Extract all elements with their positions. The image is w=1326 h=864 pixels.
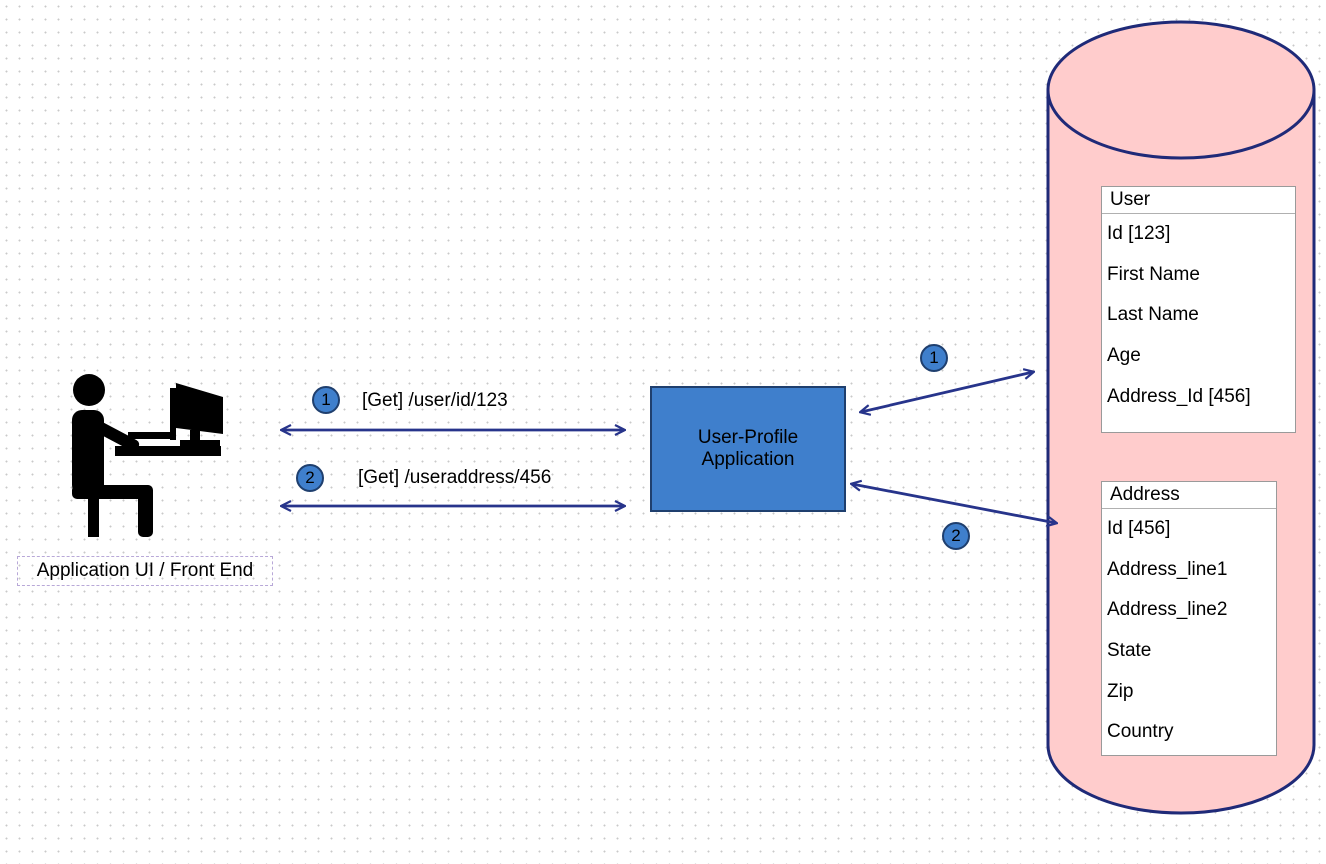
address-table: Address Id [456] Address_line1 Address_l…	[1101, 481, 1277, 756]
user-table: User Id [123] First Name Last Name Age A…	[1101, 186, 1296, 433]
db-step-badge-1: 1	[920, 344, 948, 372]
address-field: Address_line1	[1107, 558, 1228, 580]
user-profile-app-box: User-Profile Application	[650, 386, 846, 512]
front-end-label: Application UI / Front End	[17, 556, 273, 586]
user-field: Id [123]	[1107, 223, 1171, 244]
db-arrow-2	[852, 484, 1056, 523]
user-field: Address_Id [456]	[1107, 385, 1251, 407]
user-field: Last Name	[1107, 304, 1199, 326]
address-field: State	[1107, 640, 1152, 662]
person-computer-icon	[72, 374, 223, 537]
request-label-1: [Get] /user/id/123	[362, 390, 508, 411]
user-field: Age	[1107, 345, 1141, 367]
db-arrow-1	[861, 372, 1033, 412]
address-table-title: Address	[1102, 482, 1276, 509]
address-field: Address_line2	[1107, 599, 1228, 621]
app-title-line2: Application	[701, 449, 795, 470]
app-title-line1: User-Profile	[697, 427, 799, 448]
user-field: First Name	[1107, 263, 1200, 285]
address-field: Zip	[1107, 680, 1134, 702]
step-badge-1: 1	[312, 386, 340, 414]
address-field: Id [456]	[1107, 518, 1171, 539]
user-table-title: User	[1102, 187, 1295, 214]
db-step-badge-2: 2	[942, 522, 970, 550]
address-field: Country	[1107, 721, 1174, 743]
request-label-2: [Get] /useraddress/456	[358, 467, 552, 488]
step-badge-2: 2	[296, 464, 324, 492]
